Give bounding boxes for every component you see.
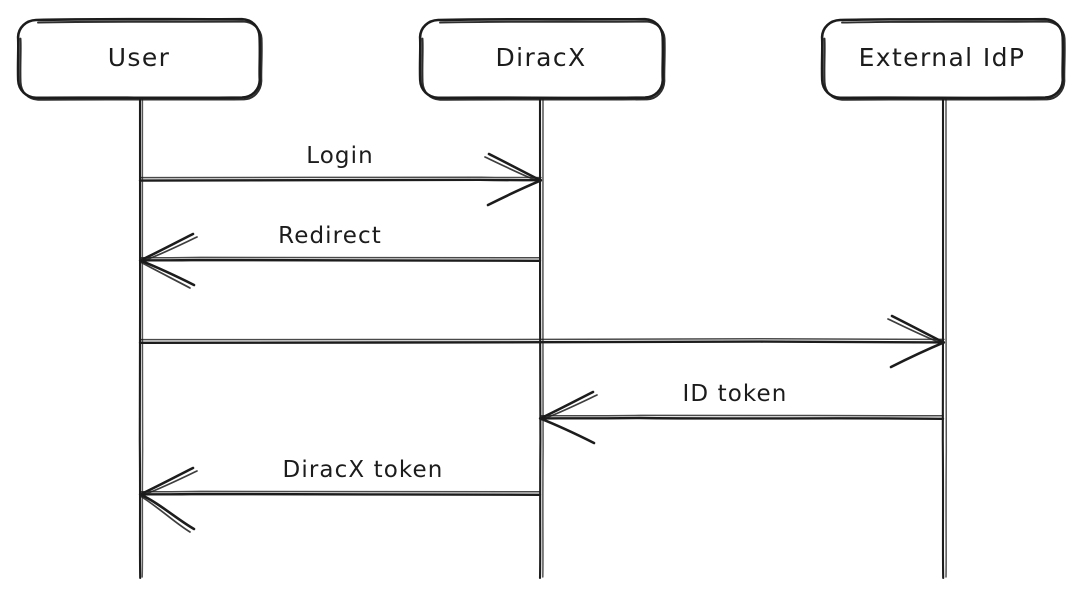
lifeline-external-idp (941, 96, 948, 580)
participant-label-diracx: DiracX (495, 43, 586, 72)
participant-box-external-idp[interactable]: External IdP (820, 17, 1066, 101)
message-label-diracx-token: DiracX token (283, 457, 444, 483)
participant-box-diracx[interactable]: DiracX (418, 17, 666, 101)
message-redirect[interactable]: Redirect (138, 223, 542, 289)
message-login[interactable]: Login (138, 143, 543, 207)
lifeline-user (138, 96, 144, 580)
message-label-id-token: ID token (683, 381, 788, 407)
message-diracx-token[interactable]: DiracX token (138, 457, 542, 533)
lifeline-diracx (538, 96, 544, 580)
participant-label-user: User (108, 43, 171, 72)
participant-box-user[interactable]: User (16, 17, 263, 101)
message-label-login: Login (306, 143, 374, 169)
participant-label-external-idp: External IdP (859, 43, 1026, 72)
message-user-to-idp[interactable] (138, 314, 946, 369)
message-id-token[interactable]: ID token (538, 381, 945, 445)
message-label-redirect: Redirect (278, 223, 382, 249)
